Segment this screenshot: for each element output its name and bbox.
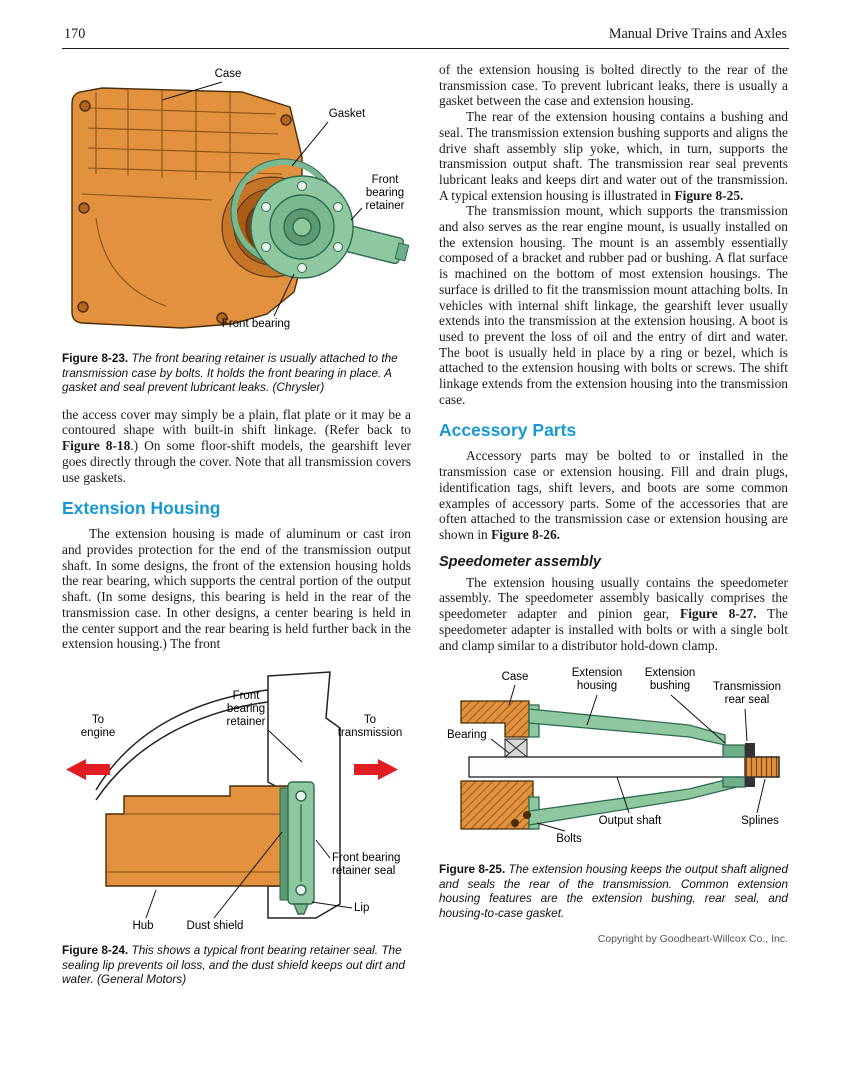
copyright-notice: Copyright by Goodheart-Willcox Co., Inc.	[597, 932, 788, 945]
paragraph-extension-continued: of the extension housing is bolted direc…	[439, 62, 788, 109]
housing-contour-drawing	[95, 689, 269, 801]
dust-shield-drawing	[279, 787, 289, 901]
fig24-illustration	[66, 671, 398, 919]
right-column: of the extension housing is bolted direc…	[439, 62, 788, 987]
fig24-leader-lines	[145, 729, 353, 919]
para-accessory-figref: Figure 8-26.	[491, 526, 561, 542]
fig25-caption-text: The extension housing keeps the output s…	[439, 862, 789, 920]
fig23-caption-text: The front bearing retainer is usually at…	[62, 351, 398, 395]
fig24-caption-text: This shows a typical front bearing retai…	[62, 942, 405, 987]
fig25-label-extension-housing: Extension housing	[571, 667, 623, 693]
fig24-label-front-bearing-retainer-seal: Front bearing retainer seal	[332, 851, 401, 877]
fig24-label-dust-shield: Dust shield	[186, 919, 244, 932]
subheading-speedometer-assembly: Speedometer assembly	[439, 553, 601, 570]
paragraph-accessory-parts: Accessory parts may be bolted to or inst…	[439, 448, 788, 542]
fig25-label-case: Case	[501, 671, 529, 684]
figure-8-23: Case Gasket Front bearing retainer Front…	[62, 62, 411, 344]
figure-8-24: Front bearing retainer To engine To tran…	[62, 664, 411, 936]
paragraph-rear-of-housing: The rear of the extension housing contai…	[439, 109, 788, 203]
paragraph-transmission-mount: The transmission mount, which supports t…	[439, 203, 788, 407]
fig25-label-bolts: Bolts	[556, 833, 582, 846]
para-speedo-t2: The speedometer adapter is installed wit…	[439, 606, 788, 653]
para-rear-t1: The rear of the extension housing contai…	[439, 109, 788, 203]
fig23-label-gasket: Gasket	[328, 108, 366, 120]
paragraph-extension-housing: The extension housing is made of aluminu…	[62, 526, 411, 652]
fig23-label-front-bearing-retainer: Front bearing retainer	[365, 174, 405, 212]
case-cross-section-drawing	[460, 700, 534, 830]
paragraph-access-cover: the access cover may simply be a plain, …	[62, 407, 411, 486]
para-access-t1: the access cover may simply be a plain, …	[62, 406, 411, 438]
fig23-label-front-bearing: Front bearing	[221, 318, 291, 330]
para-speedo-figref: Figure 8-27.	[680, 606, 757, 622]
figure-8-23-caption: Figure 8-23. The front bearing retainer …	[62, 351, 411, 395]
fig25-illustration	[460, 685, 780, 832]
hub-drawing	[105, 785, 289, 887]
page-number: 170	[64, 26, 86, 42]
fig25-caption-number: Figure 8-25.	[439, 862, 506, 877]
left-column: Case Gasket Front bearing retainer Front…	[62, 62, 411, 987]
fig25-label-bearing: Bearing	[447, 729, 487, 742]
para-access-t2: .) On some floor-shift models, the gears…	[62, 438, 411, 485]
para-speedo-t1: The extension housing usually contains t…	[439, 574, 788, 622]
para-rear-figref: Figure 8-25.	[674, 187, 744, 203]
to-engine-arrow	[66, 758, 110, 780]
fig23-label-case: Case	[214, 68, 242, 80]
fig25-label-extension-bushing: Extension bushing	[644, 667, 696, 693]
fig23-illustration	[71, 81, 410, 329]
fig24-label-hub: Hub	[132, 919, 154, 932]
extension-housing-drawing	[528, 704, 746, 830]
splines-drawing	[744, 756, 780, 778]
para-access-figref: Figure 8-18	[62, 438, 131, 454]
fig24-label-to-transmission: To transmission	[337, 713, 403, 739]
front-bearing-retainer-drawing	[250, 175, 354, 279]
bolts-drawing	[511, 811, 531, 828]
figure-8-25: Case Extension housing Extension bushing…	[439, 665, 788, 855]
fig23-caption-number: Figure 8-23.	[62, 351, 129, 365]
rear-seal-drawing	[745, 743, 755, 788]
fig25-label-output-shaft: Output shaft	[598, 815, 662, 828]
fig24-label-lip: Lip	[354, 901, 370, 914]
fig25-label-splines: Splines	[741, 815, 779, 828]
input-shaft-drawing	[343, 225, 410, 265]
fig25-label-transmission-rear-seal: Transmission rear seal	[713, 681, 781, 707]
paragraph-speedometer: The extension housing usually contains t…	[439, 575, 788, 654]
fig24-label-front-bearing-retainer: Front bearing retainer	[226, 689, 266, 728]
figure-8-25-caption: Figure 8-25. The extension housing keeps…	[439, 862, 788, 920]
fig24-caption-number: Figure 8-24.	[62, 942, 129, 957]
fig24-label-to-engine: To engine	[80, 713, 116, 739]
page-header: 170 Manual Drive Trains and Axles	[62, 26, 789, 49]
fig25-leader-lines	[490, 685, 766, 832]
bearing-drawing	[504, 738, 528, 758]
seal-drawing	[287, 781, 315, 915]
running-title: Manual Drive Trains and Axles	[608, 26, 787, 42]
heading-accessory-parts: Accessory Parts	[439, 420, 577, 441]
to-transmission-arrow	[354, 758, 398, 780]
figure-8-24-caption: Figure 8-24. This shows a typical front …	[62, 943, 411, 987]
output-shaft-drawing	[468, 756, 780, 778]
fig23-leader-lines	[161, 81, 363, 317]
para-accessory-t1: Accessory parts may be bolted to or inst…	[439, 448, 788, 542]
heading-extension-housing: Extension Housing	[62, 498, 221, 519]
